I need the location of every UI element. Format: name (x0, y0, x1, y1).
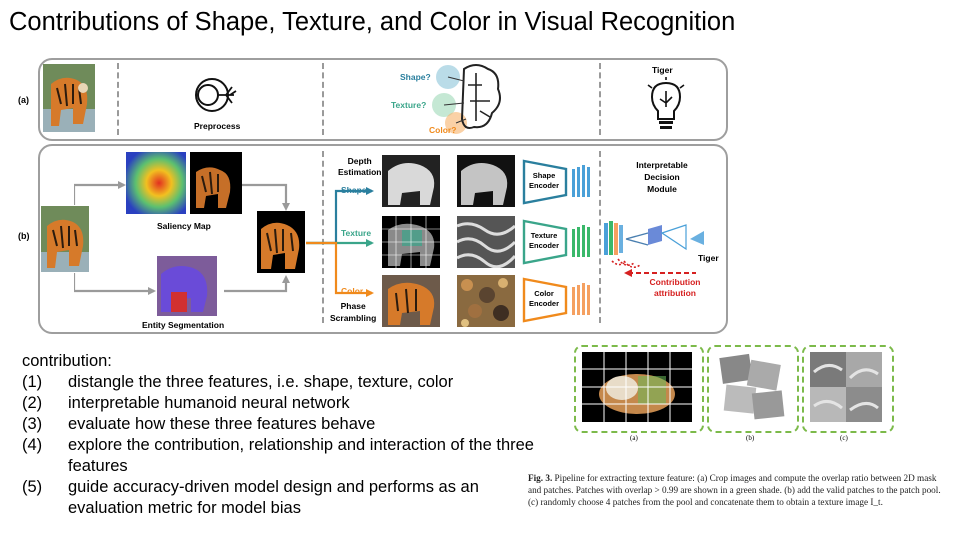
brain-label-texture: Texture? (391, 100, 427, 110)
panel-a-label: (a) (630, 434, 638, 442)
contribution-heading: contribution: (22, 352, 112, 370)
branch-arrows (306, 187, 374, 297)
texture-image (457, 216, 515, 268)
list-item-number: (3) (22, 415, 43, 433)
saliency-heatmap-image (126, 152, 186, 214)
list-item: (1) distangle the three features, i.e. sh… (22, 372, 542, 393)
decision-module-diagram (604, 221, 704, 277)
phase-scrambled-image (457, 275, 515, 327)
segmented-tiger-image (257, 211, 305, 273)
divider (599, 63, 601, 135)
branch-label-color: Color (341, 286, 364, 296)
list-item-text: interpretable humanoid neural network (68, 394, 350, 412)
row-a-panel (38, 58, 728, 141)
depth-estimation-label: Depth Estimation (338, 156, 382, 177)
branch-label-texture: Texture (341, 228, 372, 238)
caption-label: Fig. 3. (528, 473, 553, 483)
cropped-patches-image (582, 352, 692, 422)
panel-b (707, 345, 799, 433)
list-item: (4) explore the contribution, relationshi… (22, 435, 542, 477)
texture-patch-image (382, 216, 440, 268)
list-item-text: distangle the three features, i.e. shape… (68, 373, 454, 391)
divider (322, 63, 324, 135)
figure-caption: Fig. 3. Pipeline for extracting texture … (528, 472, 948, 508)
decision-module-label: Interpretable Decision Module (636, 160, 688, 194)
panel-c (802, 345, 894, 433)
panel-b-label: (b) (746, 434, 755, 442)
texture-encoder-label: Texture Encoder (528, 231, 559, 250)
masked-tiger-image (190, 152, 242, 214)
list-item-text: guide accuracy-driven model design and p… (68, 478, 479, 517)
texture-encoder (522, 219, 590, 265)
shape-encoder (522, 159, 590, 205)
method-figure: (a) Preprocess (14, 55, 729, 340)
list-item: (2) interpretable humanoid neural network (22, 393, 542, 414)
color-encoder (522, 277, 590, 323)
row-a-label: (a) (18, 95, 29, 105)
list-item-number: (1) (22, 373, 43, 391)
brain-icon (432, 64, 501, 134)
divider (322, 151, 324, 323)
preprocess-label: Preprocess (194, 121, 241, 131)
panel-c-label: (c) (840, 434, 848, 442)
texture-image-output (810, 352, 882, 422)
phase-scrambling-label: Phase Scrambling (330, 301, 377, 323)
output-label-a: Tiger (652, 65, 673, 75)
divider (599, 151, 601, 323)
row-b-label: (b) (18, 231, 30, 241)
contribution-attribution-label: Contribution attribution (649, 277, 701, 298)
list-item-text: explore the contribution, relationship a… (68, 436, 534, 475)
panel-a (574, 345, 704, 433)
list-item-number: (4) (22, 436, 43, 454)
color-encoder-label: Color Encoder (528, 289, 559, 308)
divider (117, 63, 119, 135)
branch-label-shape: Shape (341, 185, 367, 195)
patch-pool-image (715, 352, 787, 422)
contribution-list: contribution: (1) distangle the three fea… (22, 351, 542, 519)
shape-depth-image (382, 155, 440, 207)
list-item-number: (5) (22, 478, 43, 496)
slide-title: Contributions of Shape, Texture, and Col… (9, 8, 736, 36)
brain-label-color: Color? (429, 125, 457, 135)
flow-arrows (74, 181, 290, 295)
color-tiger-image (382, 275, 440, 327)
entity-segmentation-label: Entity Segmentation (142, 320, 225, 330)
saliency-map-label: Saliency Map (157, 221, 211, 231)
entity-segmentation-image (157, 256, 217, 316)
list-item: (3) evaluate how these three features beh… (22, 414, 542, 435)
texture-pipeline-figure: (a) (b) (c) (570, 343, 940, 453)
tiger-image (41, 206, 89, 272)
brain-label-shape: Shape? (400, 72, 431, 82)
caption-text: Pipeline for extracting texture feature:… (528, 473, 941, 507)
output-label-b: Tiger (698, 253, 719, 263)
shape-encoder-label: Shape Encoder (528, 171, 559, 190)
list-item-number: (2) (22, 394, 43, 412)
list-item-text: evaluate how these three features behave (68, 415, 376, 433)
tiger-image (43, 64, 95, 132)
lightbulb-icon (647, 77, 685, 129)
shape-depth-image (457, 155, 515, 207)
list-item: (5) guide accuracy-driven model design an… (22, 477, 542, 519)
preprocess-eye-icon (195, 78, 237, 112)
